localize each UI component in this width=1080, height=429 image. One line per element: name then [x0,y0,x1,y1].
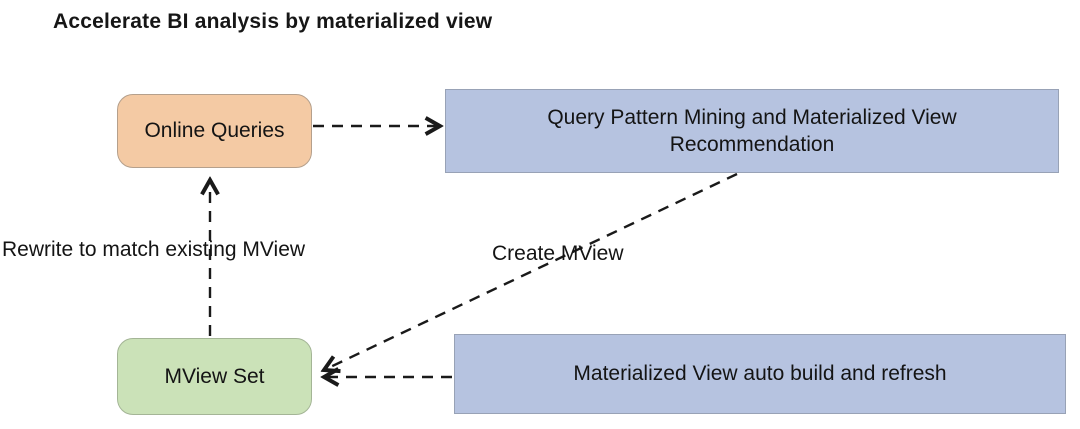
node-mview-set: MView Set [117,338,312,415]
node-query-pattern-mining-label: Query Pattern Mining and Materialized Vi… [547,105,957,156]
node-online-queries: Online Queries [117,94,312,168]
edge-label-create-mview: Create MView [492,242,624,265]
node-auto-build-refresh-label: Materialized View auto build and refresh [573,362,947,386]
node-query-pattern-mining: Query Pattern Mining and Materialized Vi… [445,89,1059,173]
node-mview-set-label: MView Set [164,364,265,388]
node-online-queries-label: Online Queries [144,119,285,143]
diagram-title: Accelerate BI analysis by materialized v… [53,10,493,33]
node-auto-build-refresh: Materialized View auto build and refresh [454,334,1066,414]
edge-label-rewrite-to-match: Rewrite to match existing MView [2,238,306,261]
